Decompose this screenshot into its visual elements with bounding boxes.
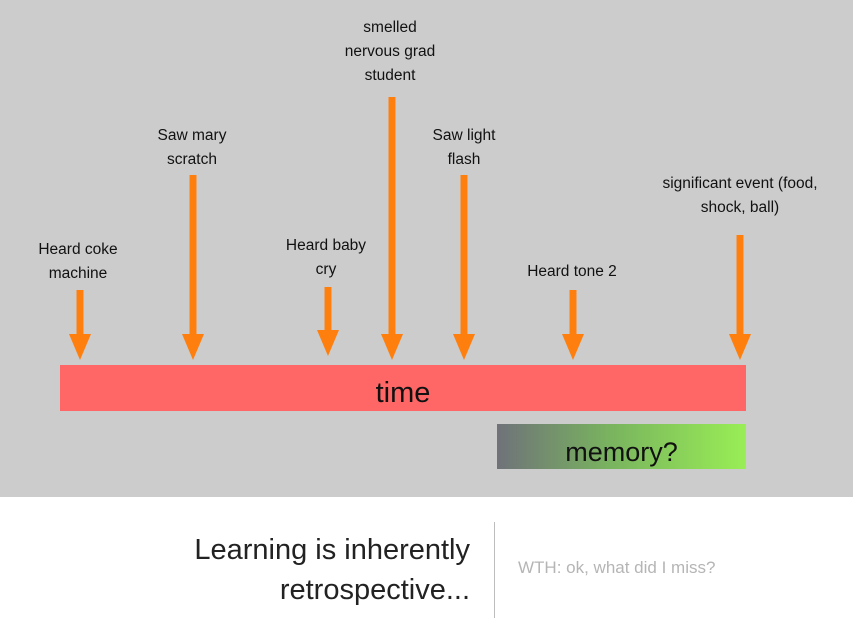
event-label-baby: Heard baby cry bbox=[285, 237, 367, 278]
arrow-baby bbox=[317, 287, 339, 356]
event-label-light: Saw light flash bbox=[432, 127, 496, 168]
divider bbox=[494, 522, 495, 618]
slide-headline: Learning is inherently retrospective... bbox=[194, 534, 470, 606]
event-label-smell: smelled nervous grad student bbox=[344, 19, 436, 84]
arrow-significant bbox=[729, 235, 751, 360]
arrow-smell bbox=[381, 97, 403, 360]
time-label: time bbox=[375, 376, 431, 409]
arrows-layer bbox=[69, 97, 751, 360]
arrow-mary bbox=[182, 175, 204, 360]
event-label-mary: Saw mary scratch bbox=[157, 127, 227, 168]
event-label-tone: Heard tone 2 bbox=[527, 263, 617, 280]
event-label-coke: Heard coke machine bbox=[38, 241, 118, 282]
diagram-canvas: Heard coke machine Saw mary scratch Hear… bbox=[0, 0, 853, 497]
event-label-significant: significant event (food, shock, ball) bbox=[662, 175, 818, 216]
arrow-light bbox=[453, 175, 475, 360]
arrow-coke bbox=[69, 290, 91, 360]
time-bar: time bbox=[60, 365, 746, 411]
memory-box: memory? bbox=[497, 424, 746, 469]
speaker-note: WTH: ok, what did I miss? bbox=[518, 558, 716, 577]
memory-label: memory? bbox=[565, 437, 678, 467]
arrow-tone bbox=[562, 290, 584, 360]
